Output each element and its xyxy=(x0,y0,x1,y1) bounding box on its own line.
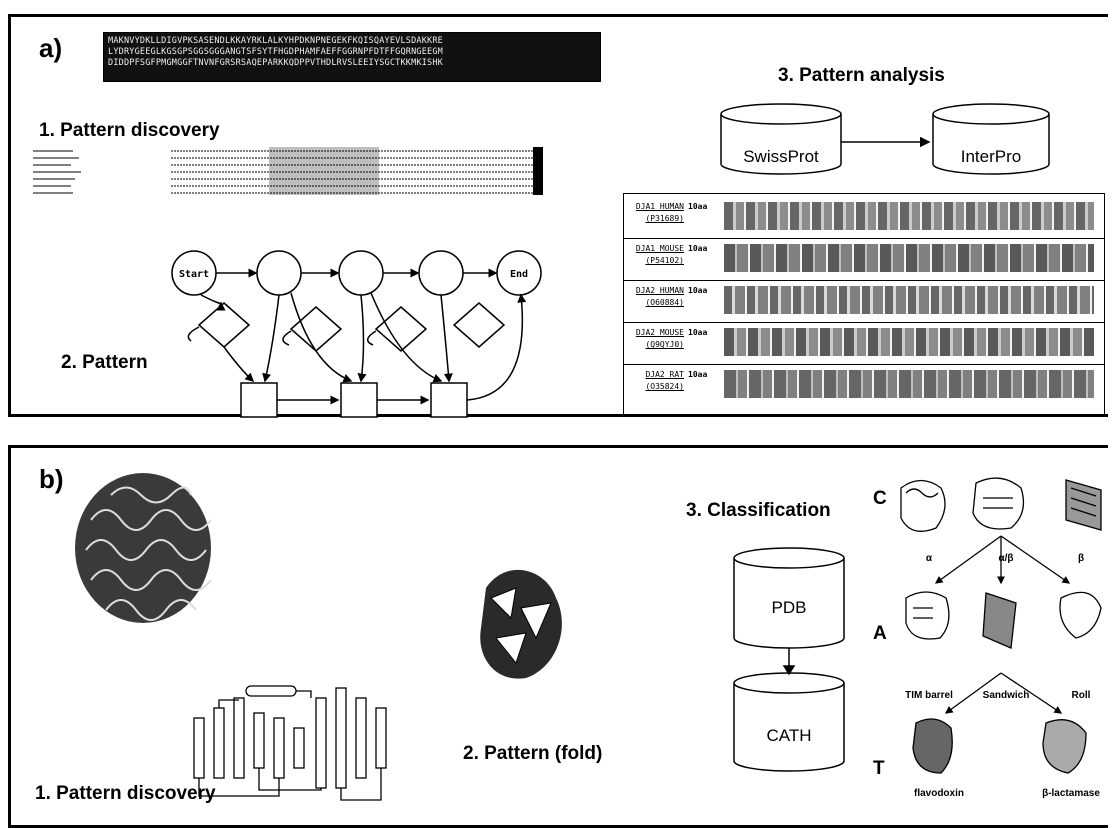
alignment-block xyxy=(31,145,551,205)
table-row: DJA2_HUMAN (O60884) 10aa xyxy=(624,282,1104,323)
sequence-line: DIDDPFSGFPMGMGGFTNVNFGRSRSAQEPARKKQDPPVT… xyxy=(108,58,596,69)
sequence-line: LYDRYGEEGLKGSGPSGGSGGGANGTSFSYTFHGDPHAMF… xyxy=(108,47,596,58)
table-row: DJA1_HUMAN (P31689) 10aa xyxy=(624,198,1104,239)
class-label-beta: β xyxy=(1061,553,1101,564)
alignment-ids xyxy=(33,151,81,193)
entry-id[interactable]: DJA1_HUMAN xyxy=(624,202,684,212)
step3-heading: 3. Pattern analysis xyxy=(778,65,945,87)
delete-node xyxy=(241,383,277,417)
delete-node xyxy=(341,383,377,417)
panel-b: b) 1. Pattern discovery xyxy=(8,445,1108,828)
beta-lactamase-structure xyxy=(1043,720,1086,773)
beta-structure xyxy=(1066,480,1101,530)
table-row: DJA2_RAT (O35824) 10aa xyxy=(624,366,1104,406)
level-c-label: C xyxy=(873,488,887,510)
alphabeta-structure xyxy=(973,478,1023,529)
panel-b-letter: b) xyxy=(39,464,64,495)
topo-label-flavodoxin: flavodoxin xyxy=(899,788,979,799)
cath-label: CATH xyxy=(734,726,844,746)
cath-hierarchy xyxy=(891,468,1111,828)
insert-node xyxy=(454,303,504,347)
table-row: DJA1_MOUSE (P54102) 10aa xyxy=(624,240,1104,281)
entry-length: 10aa xyxy=(688,328,707,337)
end-node-label: End xyxy=(510,269,528,280)
match-node xyxy=(339,251,383,295)
entry-accession[interactable]: (P54102) xyxy=(624,256,684,266)
level-a-label: A xyxy=(873,623,887,645)
entry-length: 10aa xyxy=(688,286,707,295)
entry-accession[interactable]: (P31689) xyxy=(624,214,684,224)
arch-label-roll: Roll xyxy=(1051,690,1111,701)
step2-heading: 2. Pattern (fold) xyxy=(463,743,602,765)
sequence-box: MAKNVYDKLLDIGVPKSASENDLKKAYRKLALKYHPDKNP… xyxy=(103,32,601,82)
panel-a-letter: a) xyxy=(39,33,62,64)
pattern-graph: Start End xyxy=(161,245,561,420)
sequence-line: MAKNVYDKLLDIGVPKSASENDLKKAYRKLALKYHPDKNP… xyxy=(108,36,596,47)
swissprot-label: SwissProt xyxy=(721,147,841,167)
arch-label-sandwich: Sandwich xyxy=(971,690,1041,701)
entry-accession[interactable]: (Q9QYJ0) xyxy=(624,340,684,350)
class-label-alphabeta: α/β xyxy=(986,553,1026,564)
match-node xyxy=(257,251,301,295)
entry-length: 10aa xyxy=(688,370,707,379)
interpro-label: InterPro xyxy=(933,147,1049,167)
level-t-label: T xyxy=(873,758,885,780)
topo-label-beta-lactamase: β-lactamase xyxy=(1031,788,1111,799)
step1-heading: 1. Pattern discovery xyxy=(35,783,216,805)
protein-structure-image xyxy=(71,470,221,630)
step2-heading: 2. Pattern xyxy=(61,352,148,374)
entry-id[interactable]: DJA2_HUMAN xyxy=(624,286,684,296)
entry-length: 10aa xyxy=(688,202,707,211)
insert-node xyxy=(376,307,426,351)
class-label-alpha: α xyxy=(909,553,949,564)
entry-id[interactable]: DJA2_RAT xyxy=(624,370,684,380)
entry-accession[interactable]: (O60884) xyxy=(624,298,684,308)
step1-heading: 1. Pattern discovery xyxy=(39,120,220,142)
match-node xyxy=(419,251,463,295)
pdb-label: PDB xyxy=(734,598,844,618)
step3-heading: 3. Classification xyxy=(686,500,831,522)
hit-bar xyxy=(724,286,1094,314)
table-row: DJA2_MOUSE (Q9QYJ0) 10aa xyxy=(624,324,1104,365)
hit-bar xyxy=(724,328,1094,356)
start-node-label: Start xyxy=(179,269,209,280)
sandwich-structure xyxy=(983,593,1016,648)
delete-node xyxy=(431,383,467,417)
hits-table: DJA1_HUMAN (P31689) 10aa DJA1_MOUSE (P54… xyxy=(623,193,1105,415)
hit-bar xyxy=(724,202,1094,230)
entry-id[interactable]: DJA1_MOUSE xyxy=(624,244,684,254)
panel-a: a) MAKNVYDKLLDIGVPKSASENDLKKAYRKLALKYHPD… xyxy=(8,14,1108,417)
entry-id[interactable]: DJA2_MOUSE xyxy=(624,328,684,338)
db-flow xyxy=(711,102,1061,182)
hit-bar xyxy=(724,244,1094,272)
fold-image xyxy=(466,558,576,688)
hit-bar xyxy=(724,370,1094,398)
arch-label-tim-barrel: TIM barrel xyxy=(894,690,964,701)
entry-accession[interactable]: (O35824) xyxy=(624,382,684,392)
flavodoxin-structure xyxy=(913,719,952,773)
alpha-structure xyxy=(901,481,945,532)
insert-node xyxy=(291,307,341,351)
tim-barrel-structure xyxy=(906,592,949,639)
insert-node xyxy=(199,303,249,347)
entry-length: 10aa xyxy=(688,244,707,253)
topology-diagram xyxy=(186,678,411,808)
roll-structure xyxy=(1060,592,1101,638)
